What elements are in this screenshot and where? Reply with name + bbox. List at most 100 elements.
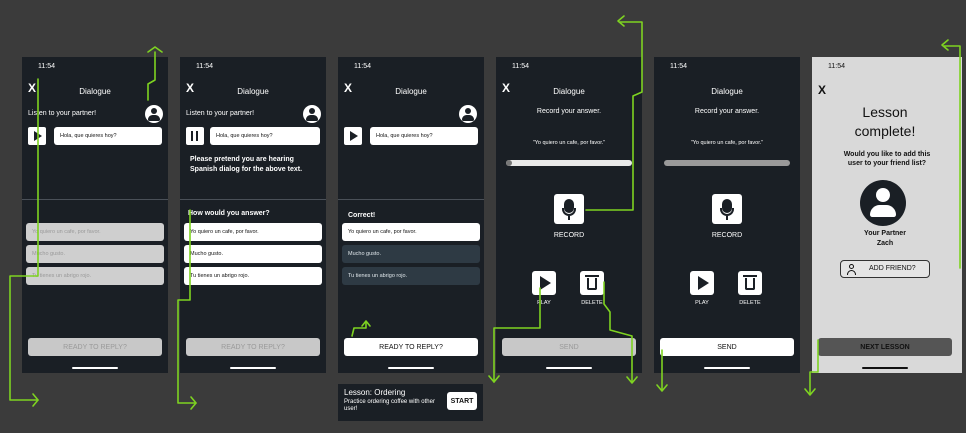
flow-arrow — [943, 45, 961, 269]
screen-correct: 11:54 X Dialogue Hola, que quieres hoy? … — [338, 57, 484, 373]
divider — [180, 199, 326, 200]
screen-title: Dialogue — [395, 87, 427, 96]
add-friend-question: Would you like to add this user to your … — [843, 151, 931, 167]
progress-fill — [506, 160, 513, 166]
status-time: 11:54 — [512, 63, 529, 70]
pause-audio-button[interactable] — [186, 127, 204, 145]
partner-bubble: Hola, que quieres hoy? — [54, 127, 162, 145]
close-icon[interactable]: X — [28, 81, 37, 95]
home-indicator — [388, 367, 434, 369]
record-label: RECORD — [553, 232, 585, 239]
pause-icon — [191, 131, 193, 141]
answer-question: How would you answer? — [188, 210, 270, 217]
answer-option-selected[interactable]: Yo quiero un cafe, por favor. — [342, 223, 480, 241]
flow-arrow — [493, 287, 541, 383]
trash-icon — [743, 275, 757, 277]
close-icon[interactable]: X — [344, 81, 353, 95]
screen-record: 11:54 X Dialogue Record your answer. "Yo… — [496, 57, 642, 373]
home-indicator — [546, 367, 592, 369]
play-icon — [540, 276, 551, 290]
recording-progress-bar — [506, 160, 632, 166]
answer-option[interactable]: Mucho gusto. — [184, 245, 322, 263]
flow-arrow — [656, 384, 668, 392]
flow-arrow — [190, 396, 197, 410]
screen-title: Dialogue — [79, 87, 111, 96]
close-icon[interactable]: X — [186, 81, 195, 95]
play-recording-button[interactable] — [690, 271, 714, 295]
flow-arrow — [361, 320, 371, 327]
next-lesson-button[interactable]: NEXT LESSON — [818, 338, 952, 356]
delete-recording-button[interactable] — [580, 271, 604, 295]
record-label: RECORD — [711, 232, 743, 239]
status-time: 11:54 — [670, 63, 687, 70]
answer-option[interactable]: Tu tienes un abrigo rojo. — [184, 267, 322, 285]
play-recording-button[interactable] — [532, 271, 556, 295]
delete-label: DELETE — [581, 300, 603, 306]
partner-avatar-icon — [860, 180, 906, 226]
flow-arrow — [809, 339, 819, 395]
answer-option: Tu tienes un abrigo rojo. — [26, 267, 164, 285]
flow-arrow — [585, 21, 643, 211]
screen-listen: 11:54 X Dialogue Listen to your partner!… — [22, 57, 168, 373]
ready-to-reply-button: READY TO REPLY? — [28, 338, 162, 356]
listen-label: Listen to your partner! — [186, 110, 255, 117]
status-time: 11:54 — [38, 63, 55, 70]
screen-lesson-complete: 11:54 X Lesson complete! Would you like … — [812, 57, 962, 373]
play-label: PLAY — [695, 300, 709, 306]
screen-listen-question: 11:54 X Dialogue Listen to your partner!… — [180, 57, 326, 373]
microphone-icon — [564, 199, 574, 213]
delete-recording-button[interactable] — [738, 271, 762, 295]
add-user-icon — [847, 264, 856, 275]
flow-arrow — [617, 15, 625, 27]
answer-text: "Yo quiero un cafe, por favor." — [532, 140, 606, 146]
record-button[interactable] — [554, 194, 584, 224]
home-indicator — [72, 367, 118, 369]
partner-avatar-icon[interactable] — [303, 105, 321, 123]
heading-line: Lesson — [862, 104, 908, 120]
flow-arrow — [32, 393, 39, 407]
close-icon[interactable]: X — [818, 83, 827, 97]
screen-title: Dialogue — [237, 87, 269, 96]
flow-arrow — [941, 39, 949, 51]
add-friend-label: ADD FRIEND? — [869, 265, 916, 272]
add-friend-button[interactable]: ADD FRIEND? — [840, 260, 930, 278]
ready-to-reply-button: READY TO REPLY? — [186, 338, 320, 356]
close-icon[interactable]: X — [502, 81, 511, 95]
start-button[interactable]: START — [447, 392, 477, 410]
status-time: 11:54 — [354, 63, 371, 70]
lesson-card[interactable]: Lesson: Ordering Practice ordering coffe… — [338, 384, 483, 421]
recording-progress-bar — [664, 160, 790, 166]
divider — [22, 199, 168, 200]
answer-option[interactable]: Yo quiero un cafe, por favor. — [184, 223, 322, 241]
home-indicator — [230, 367, 276, 369]
partner-avatar-icon[interactable] — [459, 105, 477, 123]
flow-arrow — [177, 209, 197, 404]
partner-avatar-icon[interactable] — [145, 105, 163, 123]
lesson-card-desc: Practice ordering coffee with other user… — [344, 399, 435, 412]
play-audio-button[interactable] — [344, 127, 362, 145]
answer-option: Mucho gusto. — [342, 245, 480, 263]
ready-to-reply-button[interactable]: READY TO REPLY? — [344, 338, 478, 356]
delete-label: DELETE — [739, 300, 761, 306]
play-icon — [698, 276, 709, 290]
partner-bubble: Hola, que quieres hoy? — [370, 127, 478, 145]
lesson-card-title: Lesson: Ordering — [344, 388, 406, 397]
flow-arrow — [626, 376, 638, 384]
partner-label: Your Partner — [864, 230, 906, 237]
partner-name: Your Partner Zach — [812, 229, 958, 249]
partner-bubble: Hola, que quieres hoy? — [210, 127, 320, 145]
status-time: 11:54 — [196, 63, 213, 70]
partner-username: Zach — [876, 240, 894, 247]
flow-arrow — [147, 51, 156, 101]
play-icon — [350, 131, 358, 141]
answer-option: Mucho gusto. — [26, 245, 164, 263]
flow-arrow — [804, 388, 816, 396]
send-button[interactable]: SEND — [660, 338, 794, 356]
divider — [338, 199, 484, 200]
send-button: SEND — [502, 338, 636, 356]
home-indicator — [862, 367, 908, 369]
screen-title: Dialogue — [553, 87, 585, 96]
lesson-complete-heading: Lesson complete! — [812, 103, 958, 141]
record-button[interactable] — [712, 194, 742, 224]
